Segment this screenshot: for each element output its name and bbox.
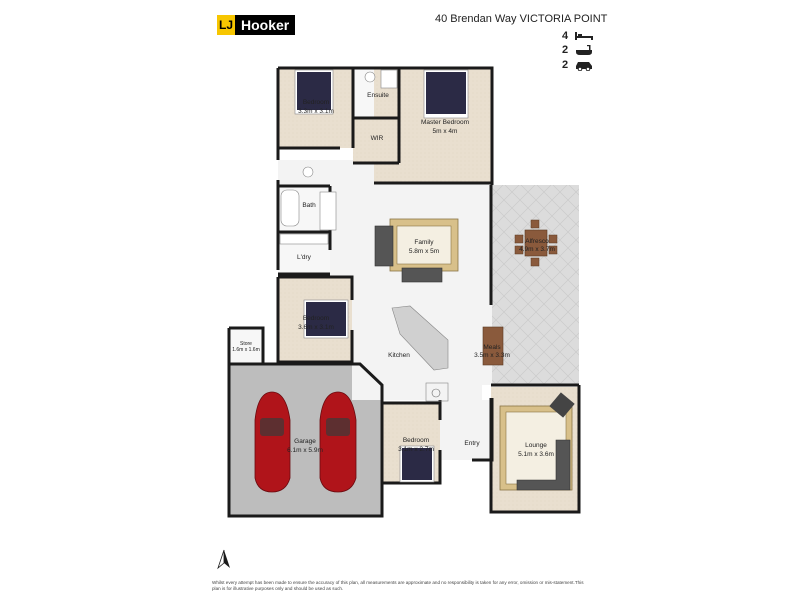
car-left (254, 391, 291, 493)
ensuite-toilet (364, 71, 376, 83)
bedroom4-label: Bedroom (403, 437, 429, 444)
bath-icon (576, 45, 593, 55)
laundry-bench (279, 233, 329, 245)
bedroom2-walls (278, 68, 355, 150)
wir-label: WIR (371, 135, 384, 142)
ensuite-shower (380, 69, 398, 89)
store-floor (229, 328, 263, 364)
hall-toilet (302, 166, 314, 178)
garage-cars (254, 391, 357, 493)
meals-label: Meals (483, 344, 501, 351)
brand-mark: LJ (217, 15, 235, 35)
bedroom3-size: 3.6m x 3.1m (298, 324, 334, 331)
meals-table (482, 326, 504, 366)
north-arrow (212, 548, 236, 575)
property-address: 40 Brendan Way VICTORIA POINT (435, 13, 608, 25)
family-size: 5.8m x 5m (409, 248, 439, 255)
store-size: 1.6m x 1.6m (232, 347, 260, 353)
bedroom3-label: Bedroom (303, 315, 329, 322)
brand-name: Hooker (235, 15, 296, 35)
ensuite-label: Ensuite (367, 92, 389, 99)
alfresco-size: 4.9m x 3.7m (519, 246, 555, 253)
ensuite-walls (353, 68, 401, 165)
bathroom-count: 2 (562, 44, 594, 56)
lounge-sofa (516, 439, 571, 491)
carspace-count: 2 (562, 59, 594, 71)
car-right (319, 391, 357, 493)
north-arrow-icon (217, 549, 230, 570)
entry-floor (440, 400, 492, 460)
master-label: Master Bedroom (421, 119, 469, 126)
kitchen-cooktop-icon (431, 388, 441, 398)
garage-size: 6.1m x 5.9m (287, 447, 323, 454)
bed-icon (575, 32, 594, 40)
kitchen-label: Kitchen (388, 352, 410, 359)
master-size: 5m x 4m (433, 128, 458, 135)
kitchen-bench (425, 382, 449, 402)
outer-wall-top (278, 66, 494, 185)
alfresco-table (524, 229, 548, 257)
bedroom3-walls (278, 275, 354, 364)
entry-label: Entry (464, 440, 480, 447)
car-icon (576, 62, 593, 71)
store-walls (229, 326, 265, 364)
alfresco-walls (489, 185, 579, 387)
garage-label: Garage (294, 438, 316, 445)
alfresco-floor (491, 185, 579, 385)
alfresco-label: Alfresco (525, 238, 549, 245)
bedroom-count: 4 (562, 30, 594, 42)
brand-logo: LJ Hooker (217, 14, 296, 36)
lounge-size: 5.1m x 3.6m (518, 451, 554, 458)
lounge-label: Lounge (525, 442, 547, 449)
laundry-label: L'dry (297, 254, 312, 261)
bath-label: Bath (302, 202, 316, 209)
family-label: Family (414, 239, 434, 246)
bedroom-count-value: 4 (562, 30, 569, 42)
bath-shower (319, 191, 337, 231)
walls (227, 66, 581, 518)
bathroom-count-value: 2 (562, 44, 569, 56)
store-label: Store (240, 341, 252, 347)
family-armchair (401, 267, 443, 283)
room-labels: Bedroom 3.3m x 3.1m Ensuite Master Bedro… (232, 92, 555, 458)
laundry-walls (278, 232, 332, 276)
lounge-walls (489, 385, 581, 514)
carspace-count-value: 2 (562, 59, 569, 71)
bedroom4-size: 3.1m x 2.7m (398, 446, 434, 453)
furniture (254, 69, 575, 493)
garage-walls (227, 328, 384, 518)
bedroom2-label: Bedroom (303, 99, 329, 106)
kitchen-island (391, 305, 449, 371)
family-sofa (374, 225, 394, 267)
disclaimer-text: Whilst every attempt has been made to en… (212, 580, 584, 591)
lounge-armchair (549, 392, 575, 418)
meals-size: 3.5m x 3.3m (474, 352, 510, 359)
bathtub (280, 189, 300, 227)
bedroom2-size: 3.3m x 3.1m (298, 108, 334, 115)
